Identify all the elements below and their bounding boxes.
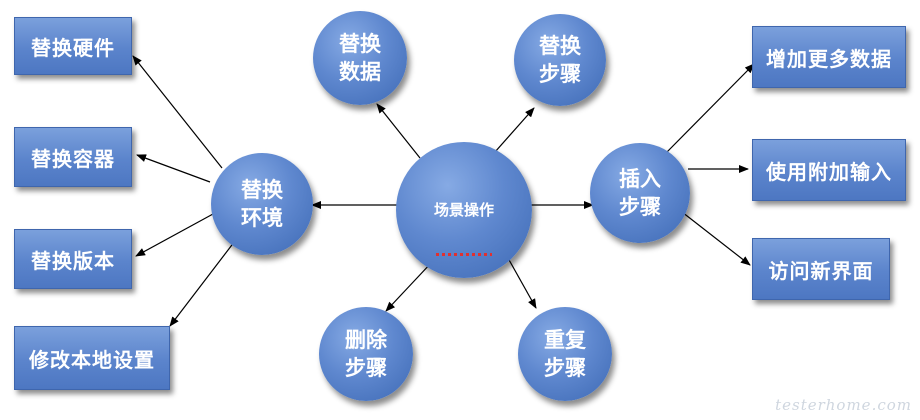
box-replace-version-label: 替换版本	[31, 248, 115, 273]
node-replace-data: 替换 数据	[313, 11, 407, 105]
center-node-label: 场景操作	[433, 168, 494, 256]
arrow-env-to-version	[135, 213, 214, 257]
box-replace-hardware: 替换硬件	[14, 17, 132, 75]
box-replace-container-label: 替换容器	[31, 146, 115, 171]
watermark: testerhome.com	[775, 396, 912, 414]
arrow-center-to-delete-step	[385, 261, 433, 312]
node-replace-environment: 替换 环境	[211, 153, 313, 255]
node-insert-step-label: 插入 步骤	[619, 167, 661, 219]
box-add-more-data: 增加更多数据	[752, 26, 906, 88]
box-modify-local-settings: 修改本地设置	[14, 326, 170, 390]
node-repeat-step-label: 重复 步骤	[544, 328, 586, 380]
center-node-text: 场景操作	[433, 201, 494, 219]
arrow-center-to-repeat-step	[507, 257, 537, 309]
arrow-env-to-hardware	[132, 55, 223, 169]
arrow-env-to-local-settings	[169, 236, 239, 327]
node-repeat-step: 重复 步骤	[518, 307, 612, 401]
box-use-extra-input: 使用附加输入	[752, 139, 906, 201]
arrow-insert-to-new-page	[681, 211, 751, 266]
node-insert-step: 插入 步骤	[590, 143, 690, 243]
arrow-insert-to-more-data	[665, 63, 755, 154]
box-visit-new-page-label: 访问新界面	[768, 258, 874, 283]
box-modify-local-settings-label: 修改本地设置	[29, 347, 155, 372]
box-visit-new-page: 访问新界面	[752, 238, 890, 300]
node-replace-data-label: 替换 数据	[339, 32, 381, 84]
node-replace-environment-label: 替换 环境	[241, 178, 283, 230]
node-replace-step: 替换 步骤	[514, 14, 606, 106]
box-replace-hardware-label: 替换硬件	[31, 35, 115, 60]
node-replace-step-label: 替换 步骤	[539, 34, 581, 86]
box-add-more-data-label: 增加更多数据	[766, 46, 892, 71]
box-replace-container: 替换容器	[14, 127, 132, 187]
arrow-center-to-replace-data	[376, 103, 421, 159]
center-node-scene-operations: 场景操作	[396, 142, 532, 278]
box-replace-version: 替换版本	[14, 229, 132, 289]
node-delete-step: 删除 步骤	[319, 307, 413, 401]
spellcheck-underline	[435, 253, 492, 256]
arrow-env-to-container	[136, 154, 211, 183]
node-delete-step-label: 删除 步骤	[345, 328, 387, 380]
box-use-extra-input-label: 使用附加输入	[766, 159, 892, 184]
